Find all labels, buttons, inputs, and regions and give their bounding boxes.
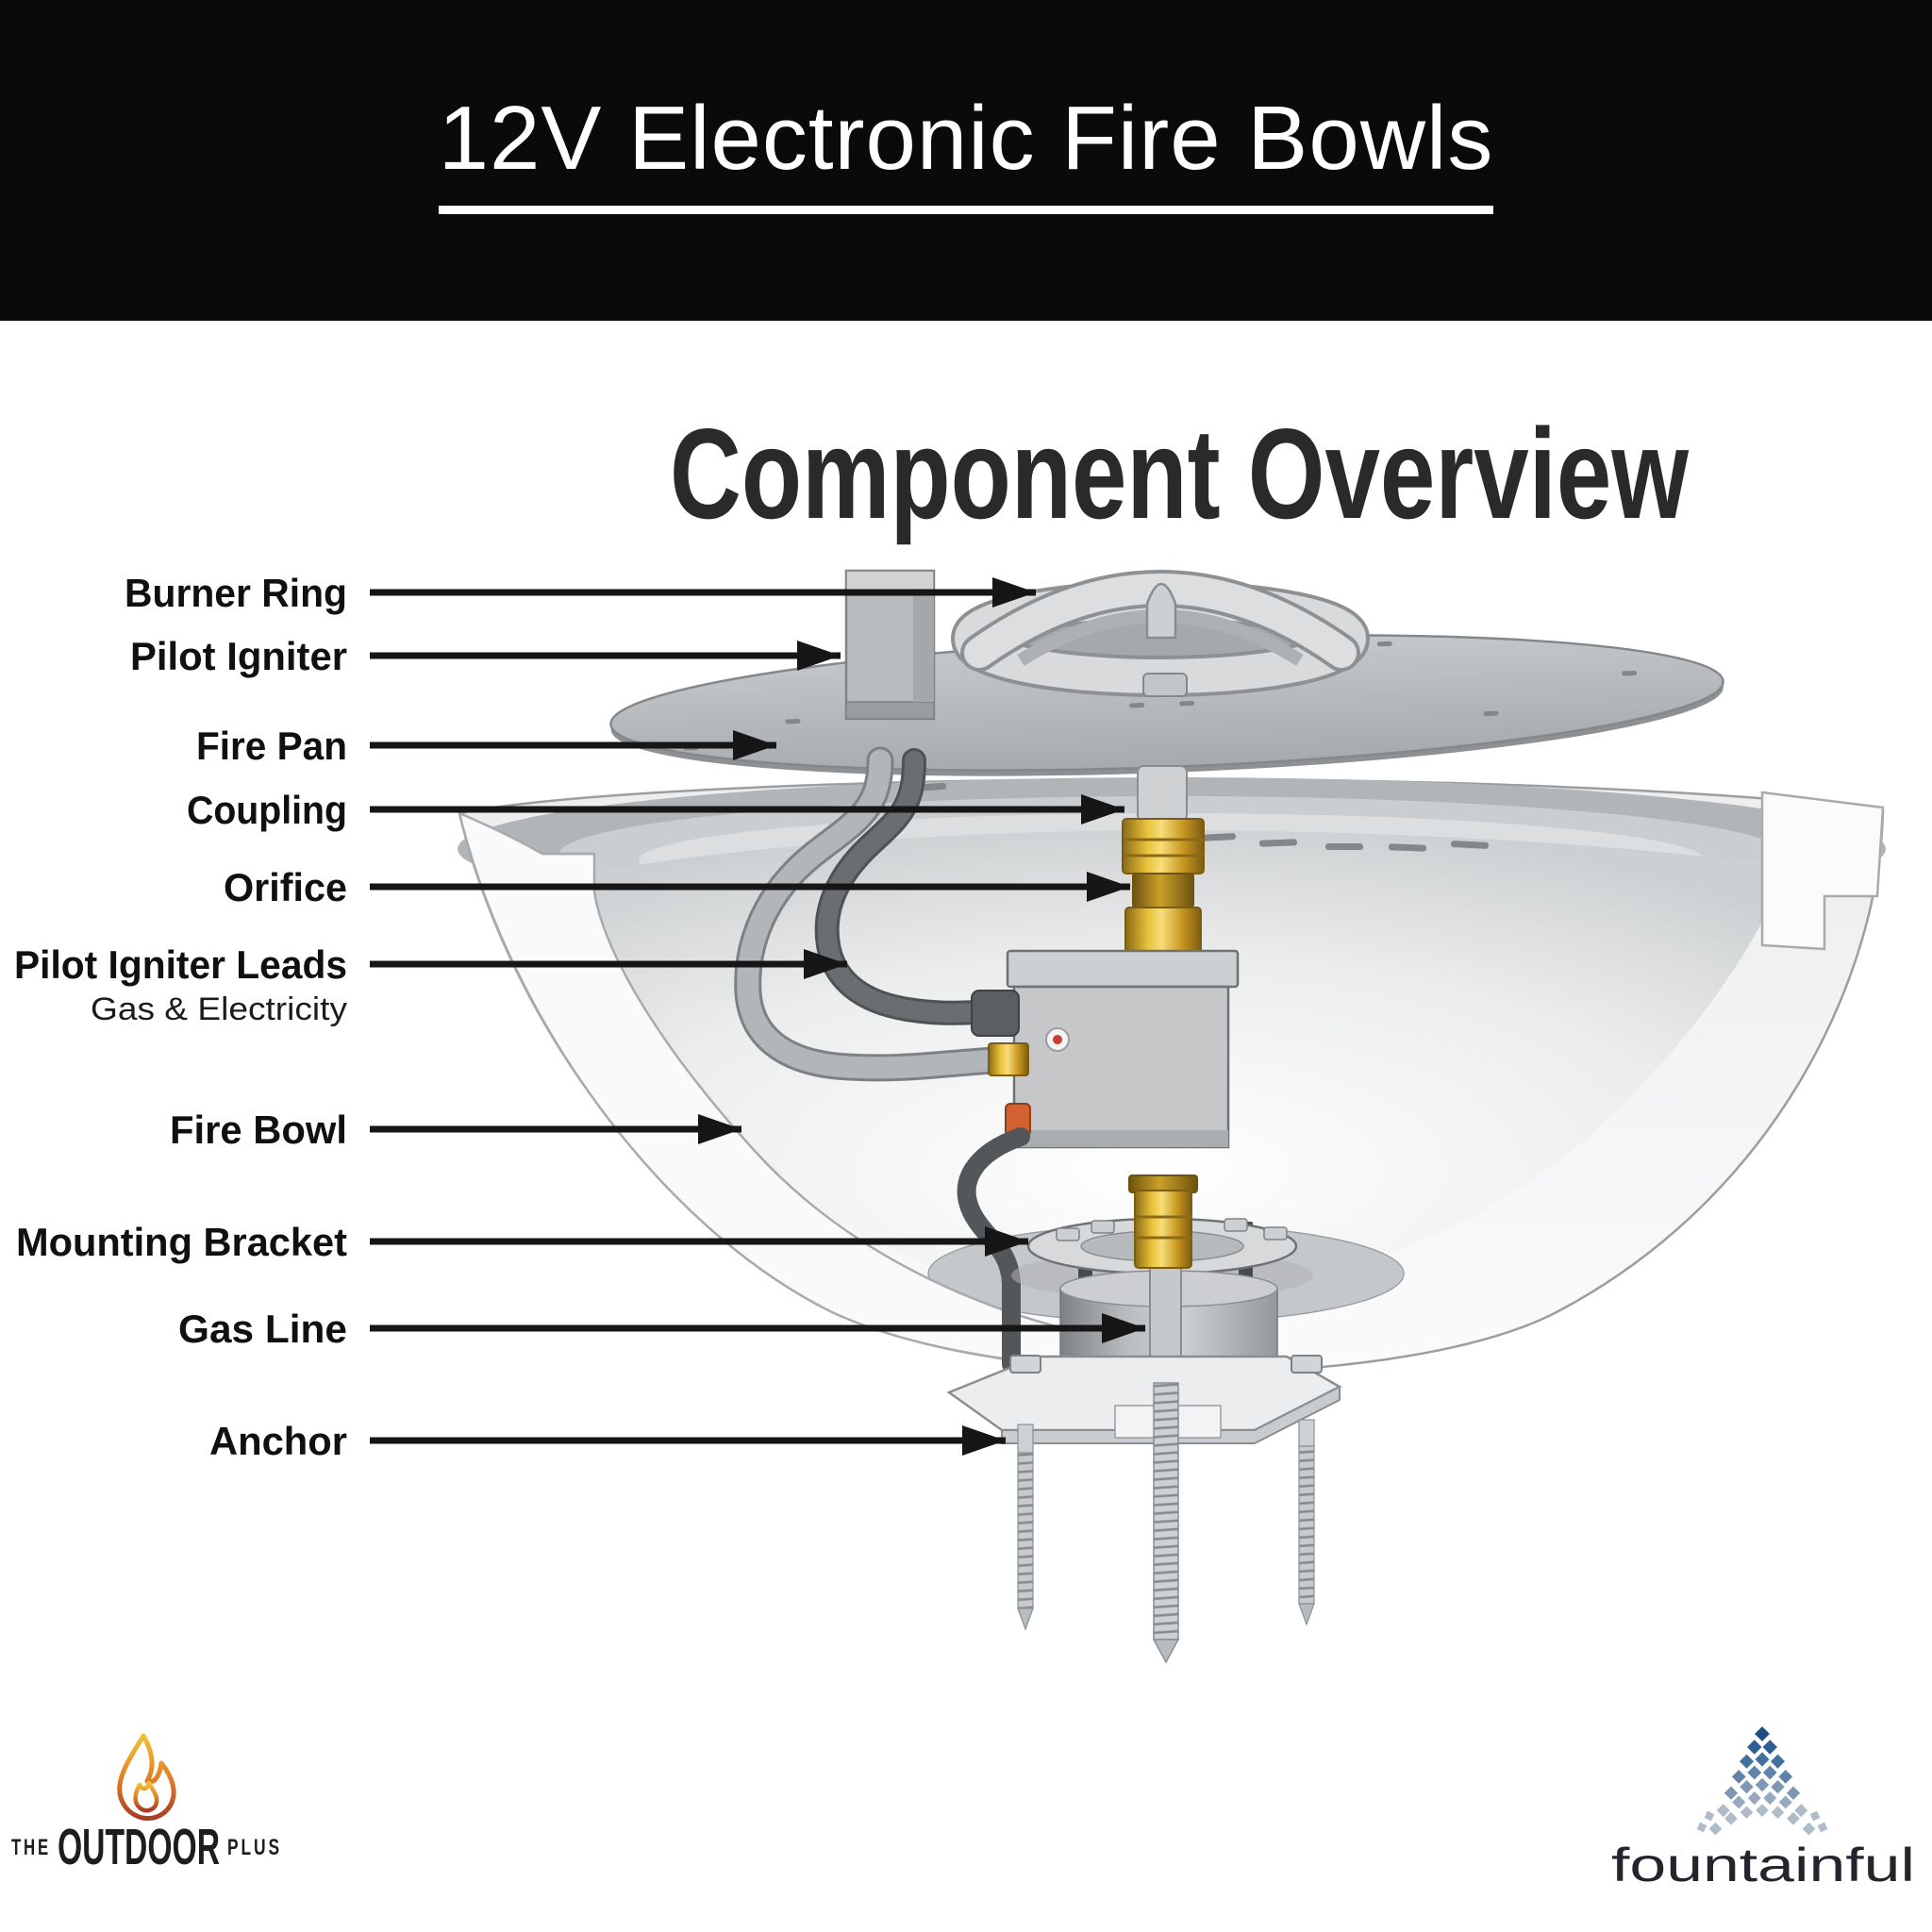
label-coupling: Coupling — [187, 788, 347, 832]
burner-ring-part — [951, 570, 1370, 697]
header: 12V Electronic Fire Bowls — [0, 0, 1932, 321]
callout-arrows — [370, 577, 1145, 1456]
label-orifice: Orifice — [224, 865, 347, 909]
anchor-plate-part — [946, 1355, 1342, 1444]
label-burner-ring: Burner Ring — [125, 571, 347, 615]
label-gas-line: Gas Line — [178, 1307, 347, 1351]
label-pilot-igniter-leads: Pilot Igniter Leads — [14, 942, 347, 987]
label-fire-pan: Fire Pan — [196, 724, 347, 768]
lower-brass-fitting — [1128, 1174, 1198, 1269]
brand-the: THE — [11, 1835, 51, 1860]
coupling-part — [1122, 765, 1205, 874]
label-pilot-igniter: Pilot Igniter — [130, 634, 347, 678]
fountainful-wordmark: fountainful — [1611, 1839, 1915, 1891]
page-title: 12V Electronic Fire Bowls — [438, 88, 1494, 214]
flame-icon — [117, 1733, 176, 1821]
label-fire-bowl: Fire Bowl — [170, 1108, 347, 1152]
label-anchor: Anchor — [209, 1419, 347, 1463]
anchor-bolts-part — [1009, 1355, 1323, 1664]
valve-brass-fitting — [988, 1042, 1029, 1076]
label-mounting-bracket: Mounting Bracket — [16, 1220, 347, 1264]
pilot-igniter-leads-part — [734, 746, 1010, 1082]
outdoor-plus-logo: THE OUTDOOR PLUS — [11, 1733, 282, 1875]
brand-plus: PLUS — [227, 1835, 282, 1860]
diagram-title: Component Overview — [670, 402, 1690, 545]
orifice-part — [1124, 873, 1202, 954]
gas-hose-part — [957, 1127, 1030, 1374]
valve-box-part — [971, 949, 1240, 1149]
valve-left-port — [971, 990, 1020, 1037]
fountainful-logo: fountainful — [1611, 1726, 1915, 1891]
label-gas-electricity: Gas & Electricity — [91, 991, 347, 1027]
ring-center-spike — [1145, 583, 1177, 640]
bowl-right-cut-face — [1760, 791, 1885, 951]
callout-labels: Burner Ring Pilot Igniter Fire Pan Coupl… — [14, 571, 347, 1463]
brand-outdoor: OUTDOOR — [58, 1819, 220, 1875]
fountainful-diamonds-icon — [1696, 1726, 1828, 1836]
